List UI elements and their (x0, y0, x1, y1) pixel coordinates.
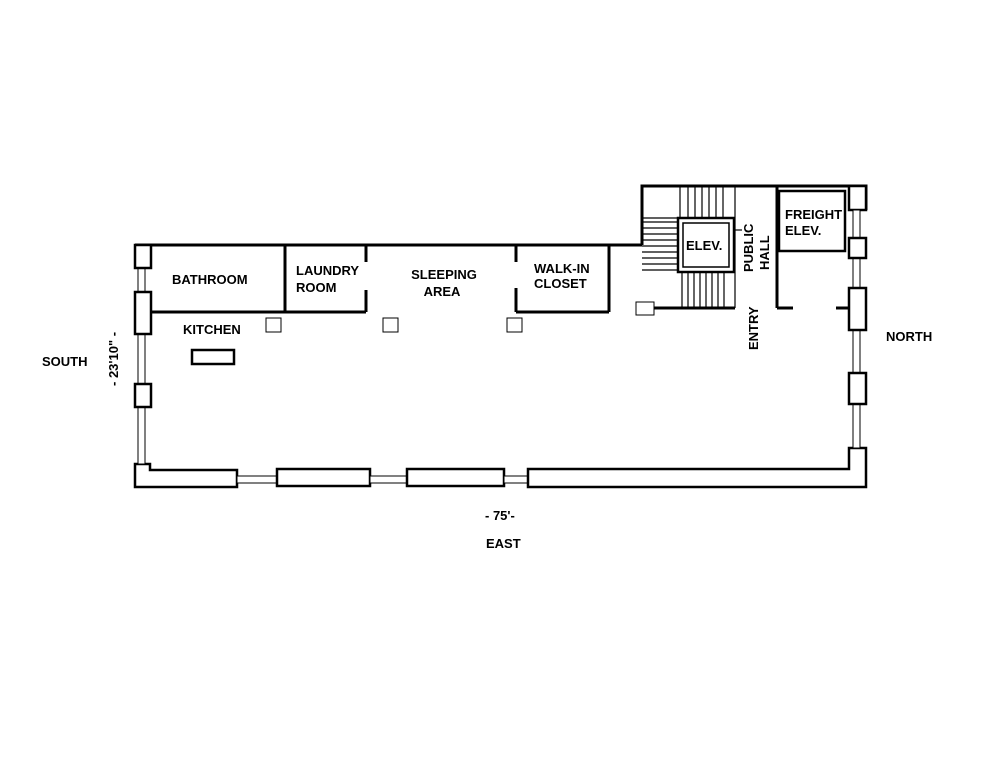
freight-label-line1: FREIGHT (785, 207, 842, 222)
kitchen-counter (190, 348, 236, 366)
kitchen-label: KITCHEN (183, 322, 241, 337)
north-label: NORTH (886, 329, 932, 344)
structural-columns (265, 317, 523, 333)
entry-label: ENTRY (746, 306, 761, 350)
public-hall-label-line2: HALL (757, 235, 772, 270)
south-label: SOUTH (42, 354, 88, 369)
closet-label-line2: CLOSET (534, 276, 587, 291)
sleeping-label-line1: SLEEPING (411, 267, 477, 282)
interior-walls (151, 245, 611, 314)
stair-core (635, 186, 849, 316)
exterior-walls (133, 184, 868, 489)
freight-label-line2: ELEV. (785, 223, 821, 238)
laundry-label-line1: LAUNDRY (296, 263, 359, 278)
elevator-label: ELEV. (686, 238, 722, 253)
closet-label-line1: WALK-IN (534, 261, 590, 276)
laundry-label-line2: ROOM (296, 280, 336, 295)
length-dimension-label: - 75'- (485, 508, 515, 523)
width-dimension-label: - 23'10" - (106, 332, 121, 386)
bathroom-label: BATHROOM (172, 272, 248, 287)
sleeping-label-line2: AREA (424, 284, 461, 299)
public-hall-label-line1: PUBLIC (741, 223, 756, 272)
east-label: EAST (486, 536, 521, 551)
